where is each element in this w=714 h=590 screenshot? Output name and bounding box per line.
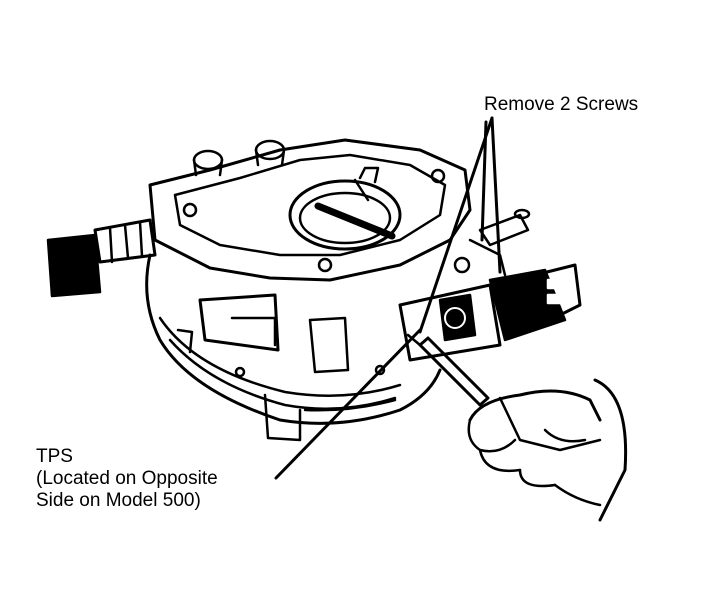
screwdriver [406,333,490,407]
top-fittings [192,139,286,177]
tps-label-line-3: Side on Model 500) [36,490,201,511]
remove-screws-label: Remove 2 Screws [484,94,639,115]
throttle-bore [288,166,402,251]
mounting-flange [148,138,472,282]
screw-leader-1 [418,116,494,334]
screw-leader-3 [480,120,488,242]
tps-leader [274,328,422,480]
tps-label-line-2: (Located on Opposite [36,468,218,489]
screw-leader-2 [490,116,502,274]
tps-label-line-1: TPS [36,446,73,467]
tps-label: TPS (Located on Opposite Side on Model 5… [36,446,218,512]
hand-illustration [467,378,628,522]
left-connector [46,218,157,298]
throttle-body-housing [145,253,442,442]
leader-lines [274,116,502,480]
